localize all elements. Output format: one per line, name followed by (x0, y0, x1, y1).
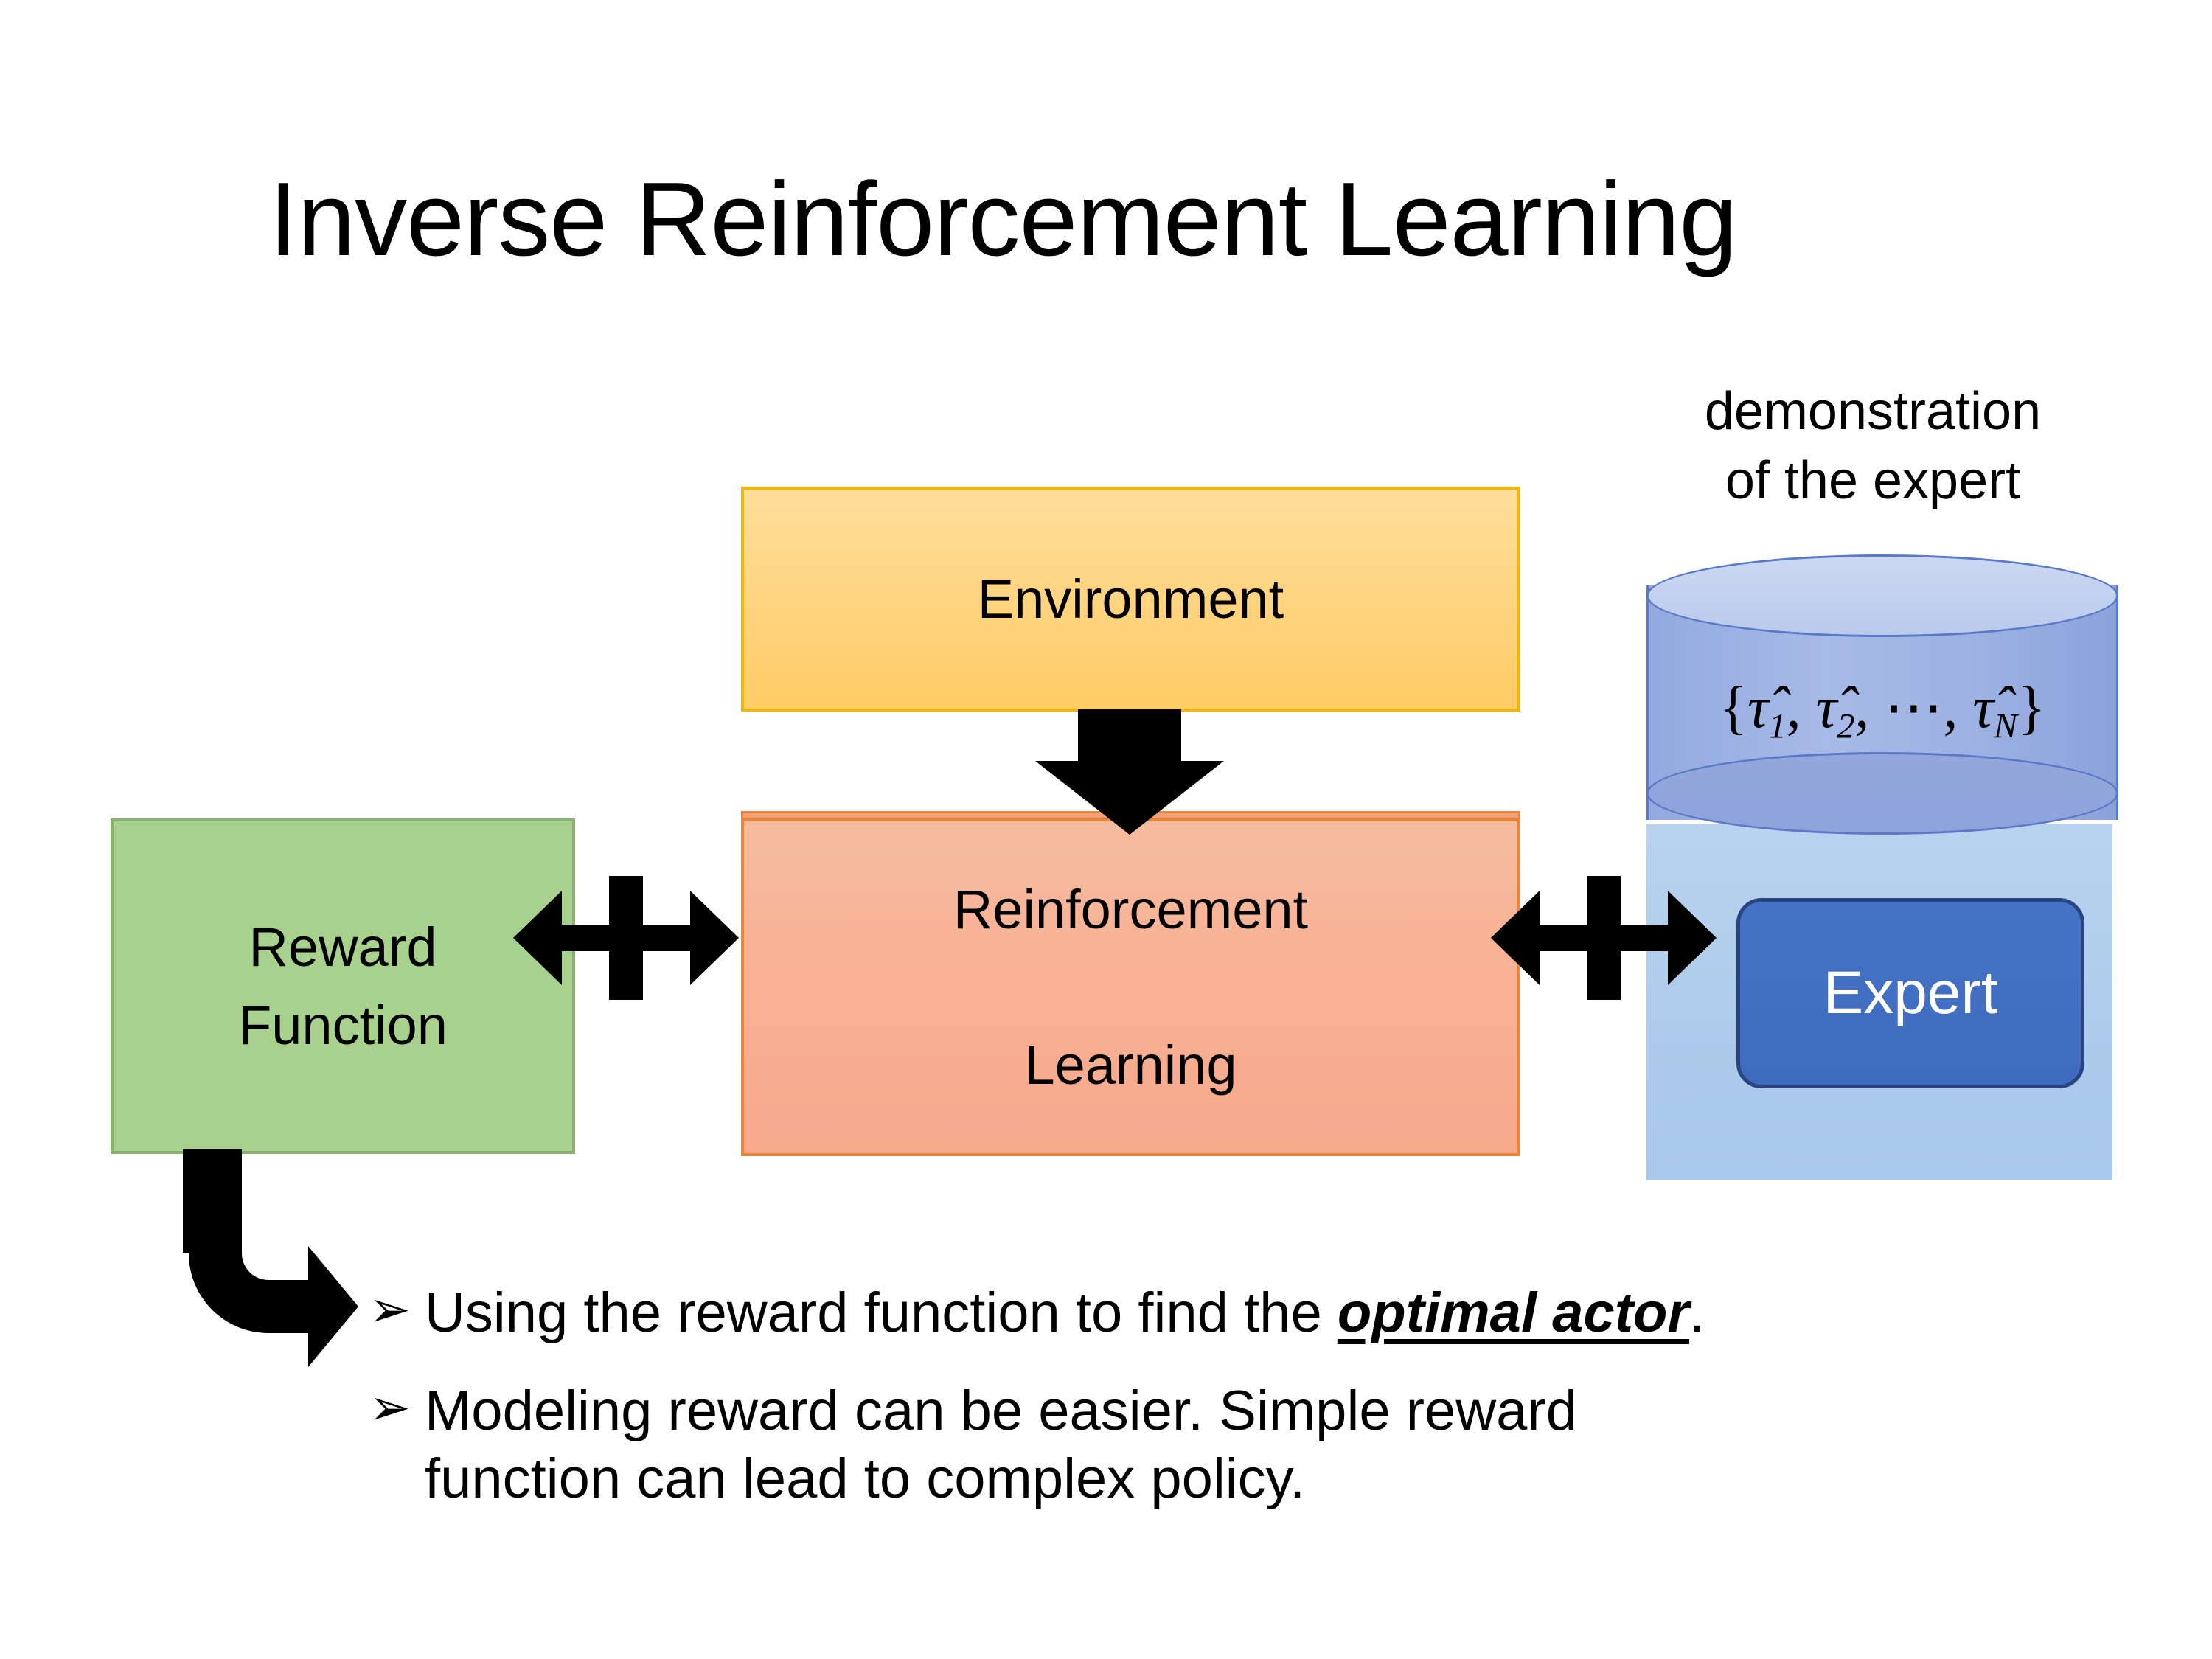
bullet-item-2-text: Modeling reward can be easier. Simple re… (425, 1377, 1577, 1514)
rl-label-line-1: Reinforcement (953, 879, 1309, 941)
formula-ellipsis: ⋯ (1884, 675, 1944, 740)
formula-sub-1: 1 (1768, 706, 1787, 746)
formula-open-brace: { (1719, 675, 1748, 740)
formula-sub-n: N (1993, 706, 2017, 746)
bullet-item-1: ➢ Using the reward function to find the … (369, 1279, 2065, 1348)
formula-sub-2: 2 (1837, 706, 1855, 746)
trajectory-cylinder: {τ̂1, τ̂2, ⋯, τ̂N} (1646, 554, 2118, 849)
bullet-marker-icon: ➢ (369, 1379, 411, 1436)
cylinder-bottom-ellipse (1646, 752, 2118, 835)
formula-tau-1: τ̂ (1747, 675, 1769, 740)
formula-comma-1: , (1786, 675, 1816, 740)
trajectory-set-formula: {τ̂1, τ̂2, ⋯, τ̂N} (1646, 672, 2118, 746)
formula-close-brace: } (2017, 675, 2046, 740)
rl-label-line-2: Learning (1024, 1034, 1237, 1096)
bullet-1-text-after: . (1689, 1281, 1705, 1344)
expert-box-label: Expert (1823, 959, 1998, 1026)
formula-comma-2: , (1854, 675, 1885, 740)
bullet-1-text-before: Using the reward function to find the (425, 1281, 1338, 1344)
page-title: Inverse Reinforcement Learning (268, 161, 1738, 278)
formula-tau-n: τ̂ (1972, 675, 1994, 740)
bullet-item-2: ➢ Modeling reward can be easier. Simple … (369, 1377, 2065, 1514)
demonstration-label-line-1: demonstration (1704, 382, 2042, 441)
reward-to-bullets-elbow-arrow-icon (183, 1149, 358, 1367)
reward-label-line-1: Reward (248, 917, 437, 978)
bullet-list: ➢ Using the reward function to find the … (369, 1279, 2065, 1543)
formula-tau-2: τ̂ (1815, 675, 1837, 740)
reinforcement-learning-box-label: Reinforcement Learning (953, 871, 1308, 1103)
demonstration-label: demonstration of the expert (1622, 378, 2124, 515)
reward-function-box-label: Reward Function (238, 908, 448, 1063)
reward-function-box: Reward Function (111, 818, 575, 1154)
bullet-1-emphasis: optimal actor (1337, 1281, 1690, 1344)
cylinder-top-ellipse (1646, 554, 2118, 637)
reinforcement-learning-box: Reinforcement Learning (741, 811, 1520, 1156)
bullet-2-line-2: function can lead to complex policy. (425, 1447, 1306, 1511)
environment-box-label: Environment (977, 568, 1284, 630)
bullet-item-1-text: Using the reward function to find the op… (425, 1279, 1705, 1348)
bullet-marker-icon: ➢ (369, 1281, 411, 1338)
demonstration-label-line-2: of the expert (1725, 451, 2021, 510)
environment-box: Environment (741, 487, 1520, 712)
formula-comma-3: , (1943, 675, 1973, 740)
bullet-2-line-1: Modeling reward can be easier. Simple re… (425, 1379, 1578, 1442)
expert-box: Expert (1736, 898, 2084, 1088)
reward-label-line-2: Function (238, 994, 448, 1056)
